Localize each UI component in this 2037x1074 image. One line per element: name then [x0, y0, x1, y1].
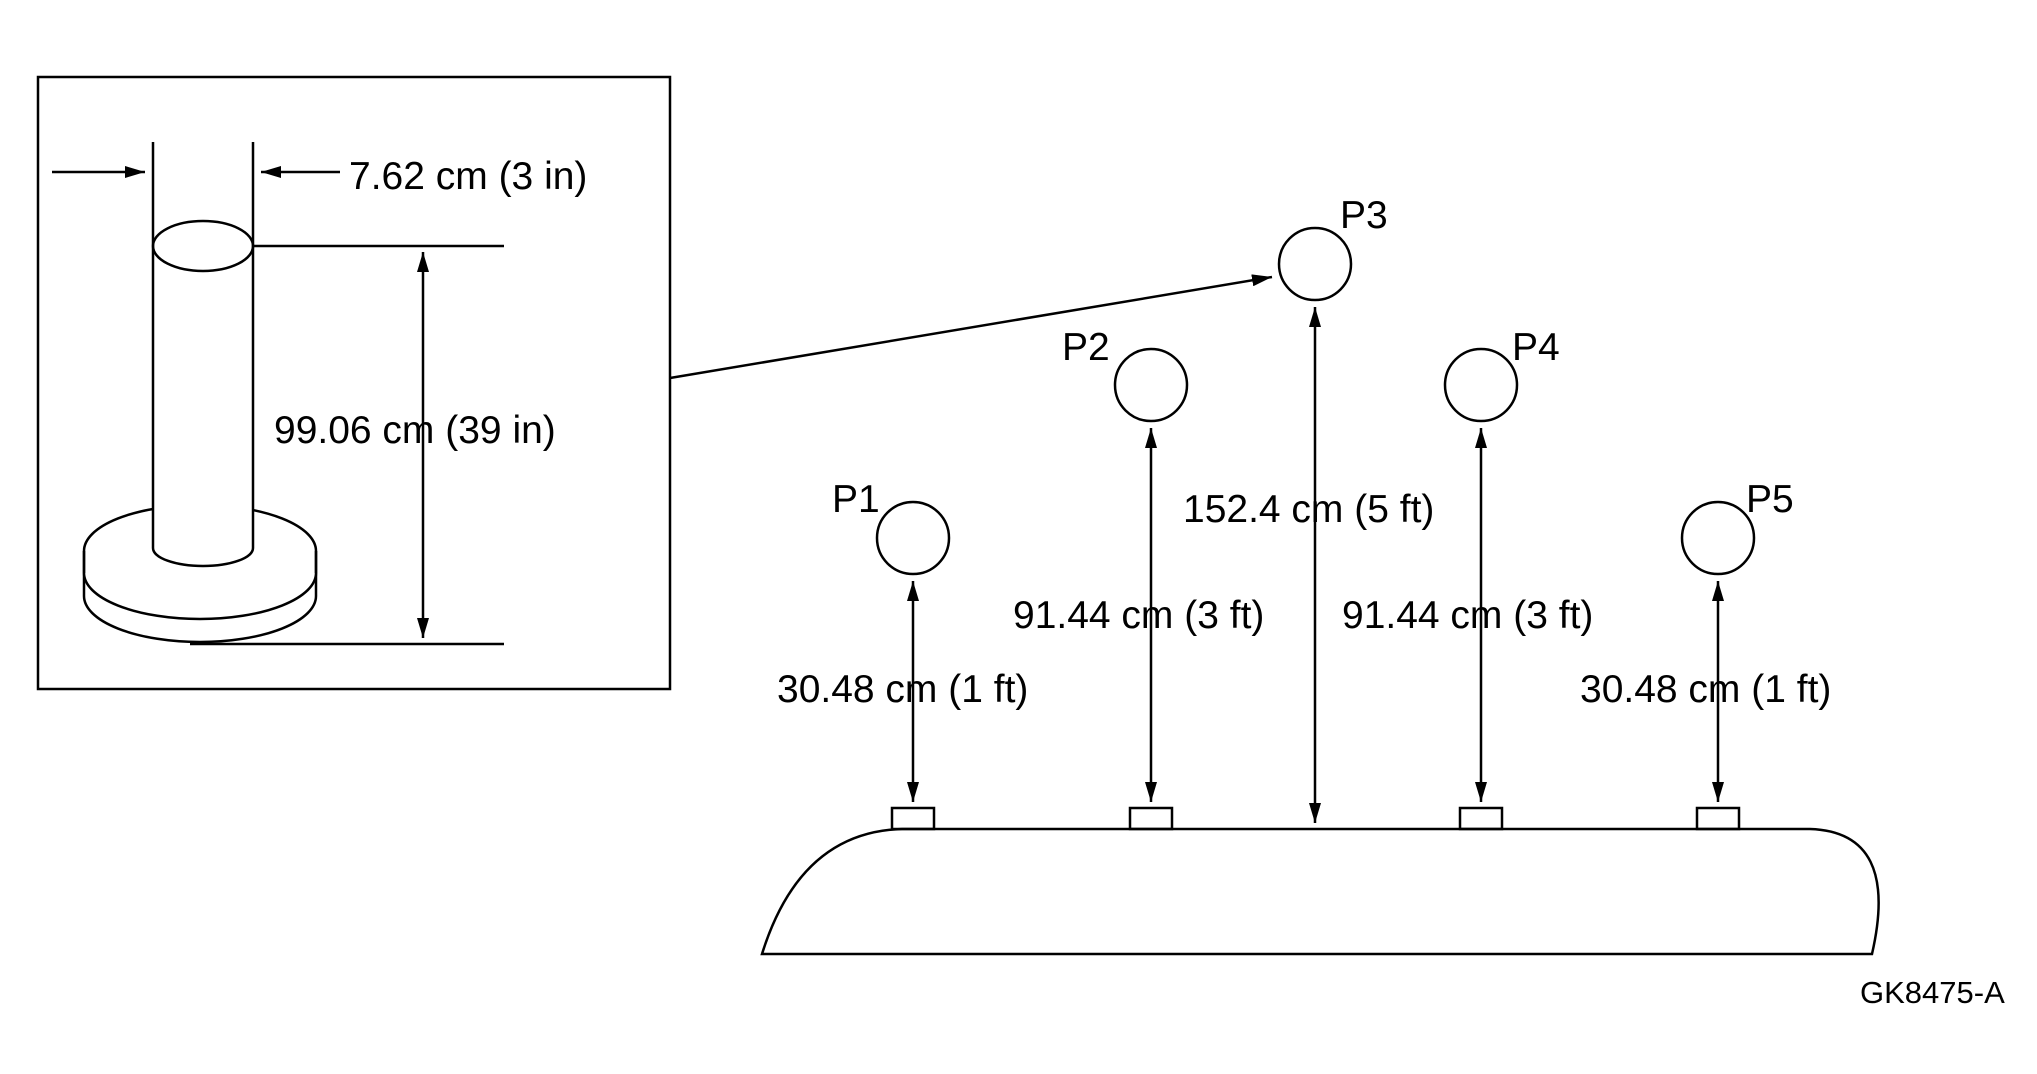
distance-label: 30.48 cm (1 ft) — [1580, 668, 1831, 711]
position-circle — [1680, 500, 1756, 576]
diameter-label: 7.62 cm (3 in) — [349, 155, 587, 198]
position-circle — [1277, 226, 1353, 302]
object-surface — [760, 806, 1880, 956]
height-label: 99.06 cm (39 in) — [274, 409, 556, 452]
distance-label: 30.48 cm (1 ft) — [777, 668, 1028, 711]
position-p1: P1 30.48 cm (1 ft) — [777, 478, 1028, 802]
position-circle — [1113, 347, 1189, 423]
position-label: P5 — [1746, 478, 1794, 521]
diameter-dimension: 7.62 cm (3 in) — [52, 155, 587, 198]
position-label: P4 — [1512, 326, 1560, 369]
sensor-marker-p4 — [1458, 806, 1504, 831]
position-p3: P3 152.4 cm (5 ft) — [1183, 194, 1434, 823]
distance-label: 91.44 cm (3 ft) — [1013, 594, 1264, 637]
leader-arrow — [669, 274, 1273, 380]
sensor-marker-p2 — [1128, 806, 1174, 831]
position-label: P1 — [832, 478, 880, 521]
sensor-marker-p5 — [1695, 806, 1741, 831]
figure-id: GK8475-A — [1860, 975, 2005, 1010]
position-label: P3 — [1340, 194, 1388, 237]
position-p2: P2 91.44 cm (3 ft) — [1013, 326, 1264, 802]
distance-label: 91.44 cm (3 ft) — [1342, 594, 1593, 637]
position-label: P2 — [1062, 326, 1110, 369]
sensor-marker-p1 — [890, 806, 936, 831]
position-circle — [1443, 347, 1519, 423]
height-dimension: 99.06 cm (39 in) — [190, 244, 556, 646]
pole-cylinder — [151, 142, 255, 568]
position-circle — [875, 500, 951, 576]
pole-inset: 7.62 cm (3 in) 99.06 cm (39 in) — [36, 75, 672, 691]
position-p4: P4 91.44 cm (3 ft) — [1342, 326, 1593, 802]
distance-label: 152.4 cm (5 ft) — [1183, 488, 1434, 531]
position-p5: P5 30.48 cm (1 ft) — [1580, 478, 1831, 802]
inset-frame — [36, 75, 672, 691]
